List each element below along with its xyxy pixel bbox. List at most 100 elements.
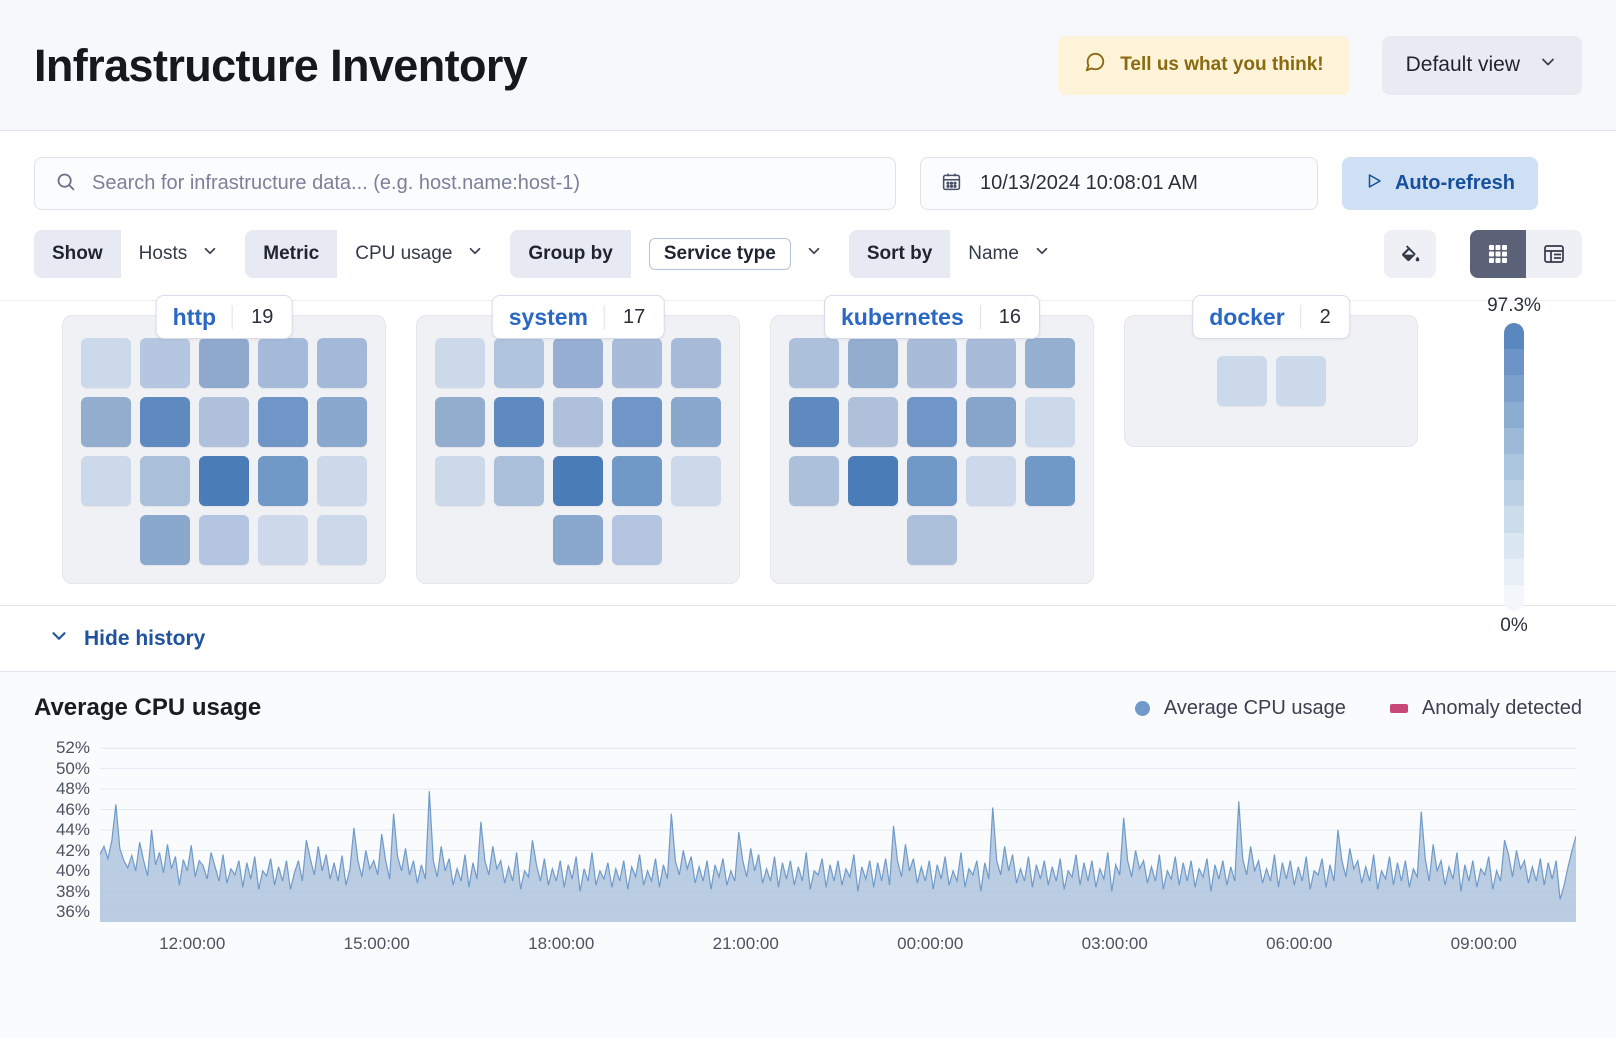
filter-metric-value-text: CPU usage — [355, 243, 453, 264]
waffle-cell[interactable] — [848, 338, 898, 388]
waffle-cell[interactable] — [317, 397, 367, 447]
waffle-cell[interactable] — [140, 338, 190, 388]
waffle-cell[interactable] — [258, 397, 308, 447]
waffle-cell[interactable] — [966, 397, 1016, 447]
waffle-cell[interactable] — [140, 397, 190, 447]
history-toggle-bar[interactable]: Hide history — [0, 606, 1616, 672]
waffle-cell[interactable] — [1025, 456, 1075, 506]
filter-show-value-text: Hosts — [138, 243, 188, 264]
waffle-cell[interactable] — [553, 515, 603, 565]
y-tick-label: 38% — [55, 881, 90, 901]
waffle-cell[interactable] — [553, 456, 603, 506]
legend-square-icon — [1389, 703, 1408, 713]
paint-bucket-icon[interactable] — [1384, 230, 1436, 278]
waffle-cell[interactable] — [81, 338, 131, 388]
waffle-cell[interactable] — [671, 397, 721, 447]
filter-sort-by-label: Sort by — [848, 230, 951, 278]
auto-refresh-label: Auto-refresh — [1394, 172, 1515, 194]
default-view-button[interactable]: Default view — [1381, 35, 1582, 95]
chevron-down-icon — [466, 242, 484, 266]
waffle-cell[interactable] — [435, 397, 485, 447]
legend-step — [1504, 427, 1524, 454]
auto-refresh-button[interactable]: Auto-refresh — [1342, 157, 1538, 210]
waffle-cell[interactable] — [553, 397, 603, 447]
grid-view-icon[interactable] — [1470, 230, 1526, 278]
table-view-icon[interactable] — [1526, 230, 1582, 278]
waffle-cell[interactable] — [199, 515, 249, 565]
waffle-cell[interactable] — [1216, 356, 1267, 406]
filter-group-by-value[interactable]: Service type — [630, 230, 837, 278]
view-mode-toggle — [1470, 230, 1582, 278]
waffle-cell[interactable] — [553, 338, 603, 388]
waffle-cell-empty — [966, 515, 1016, 565]
y-tick-label: 42% — [55, 840, 90, 860]
waffle-cell[interactable] — [789, 338, 839, 388]
waffle-cell[interactable] — [848, 397, 898, 447]
filter-show-value[interactable]: Hosts — [120, 230, 234, 278]
waffle-cell[interactable] — [317, 515, 367, 565]
feedback-button[interactable]: Tell us what you think! — [1058, 35, 1350, 95]
waffle-cell[interactable] — [789, 397, 839, 447]
waffle-cell[interactable] — [612, 397, 662, 447]
waffle-cell[interactable] — [966, 456, 1016, 506]
waffle-cell[interactable] — [612, 338, 662, 388]
waffle-cell[interactable] — [81, 397, 131, 447]
waffle-cell[interactable] — [494, 456, 544, 506]
waffle-cell[interactable] — [317, 456, 367, 506]
waffle-cell[interactable] — [435, 456, 485, 506]
chart-area-fill — [100, 791, 1576, 922]
waffle-cell[interactable] — [612, 515, 662, 565]
chevron-down-icon — [1033, 242, 1051, 266]
waffle-cell[interactable] — [199, 397, 249, 447]
x-tick-label: 18:00:00 — [528, 934, 595, 953]
waffle-cell[interactable] — [258, 456, 308, 506]
waffle-cell[interactable] — [1025, 338, 1075, 388]
waffle-cell[interactable] — [258, 515, 308, 565]
waffle-cell[interactable] — [199, 338, 249, 388]
waffle-cell[interactable] — [789, 456, 839, 506]
legend-gradient-bar — [1504, 323, 1524, 611]
chevron-down-icon — [48, 625, 70, 652]
waffle-cell[interactable] — [494, 338, 544, 388]
waffle-cell[interactable] — [1275, 356, 1326, 406]
waffle-cell[interactable] — [671, 338, 721, 388]
waffle-cell[interactable] — [317, 338, 367, 388]
waffle-cell[interactable] — [140, 515, 190, 565]
legend-item-average-cpu[interactable]: Average CPU usage — [1134, 696, 1346, 720]
waffle-cell[interactable] — [848, 456, 898, 506]
waffle-cell[interactable] — [140, 456, 190, 506]
legend-step — [1504, 584, 1524, 611]
chart-plot-area[interactable] — [100, 738, 1576, 922]
chart-svg — [100, 738, 1576, 922]
search-input[interactable]: Search for infrastructure data... (e.g. … — [34, 157, 896, 210]
waffle-cell[interactable] — [671, 456, 721, 506]
waffle-cell[interactable] — [81, 456, 131, 506]
group-count: 17 — [604, 305, 663, 329]
date-picker[interactable]: 10/13/2024 10:08:01 AM — [920, 157, 1318, 210]
waffle-cell[interactable] — [1025, 397, 1075, 447]
waffle-cell[interactable] — [199, 456, 249, 506]
waffle-cell[interactable] — [435, 338, 485, 388]
search-row: Search for infrastructure data... (e.g. … — [34, 157, 1582, 210]
waffle-cell[interactable] — [907, 338, 957, 388]
filter-group-by-label: Group by — [510, 230, 631, 278]
legend-step — [1504, 323, 1524, 350]
waffle-cell[interactable] — [258, 338, 308, 388]
x-tick-label: 15:00:00 — [343, 934, 410, 953]
waffle-cell[interactable] — [907, 515, 957, 565]
filter-sort-by-value[interactable]: Name — [950, 230, 1065, 278]
waffle-cell[interactable] — [907, 456, 957, 506]
filter-show-label: Show — [34, 230, 121, 278]
waffle-cell[interactable] — [612, 456, 662, 506]
waffle-cell-empty — [1025, 515, 1075, 565]
waffle-cell[interactable] — [966, 338, 1016, 388]
legend-label-average-cpu: Average CPU usage — [1163, 696, 1346, 719]
waffle-cell[interactable] — [907, 397, 957, 447]
waffle-cell[interactable] — [494, 397, 544, 447]
legend-item-anomaly[interactable]: Anomaly detected — [1389, 697, 1582, 720]
filter-metric-value[interactable]: CPU usage — [337, 230, 499, 278]
